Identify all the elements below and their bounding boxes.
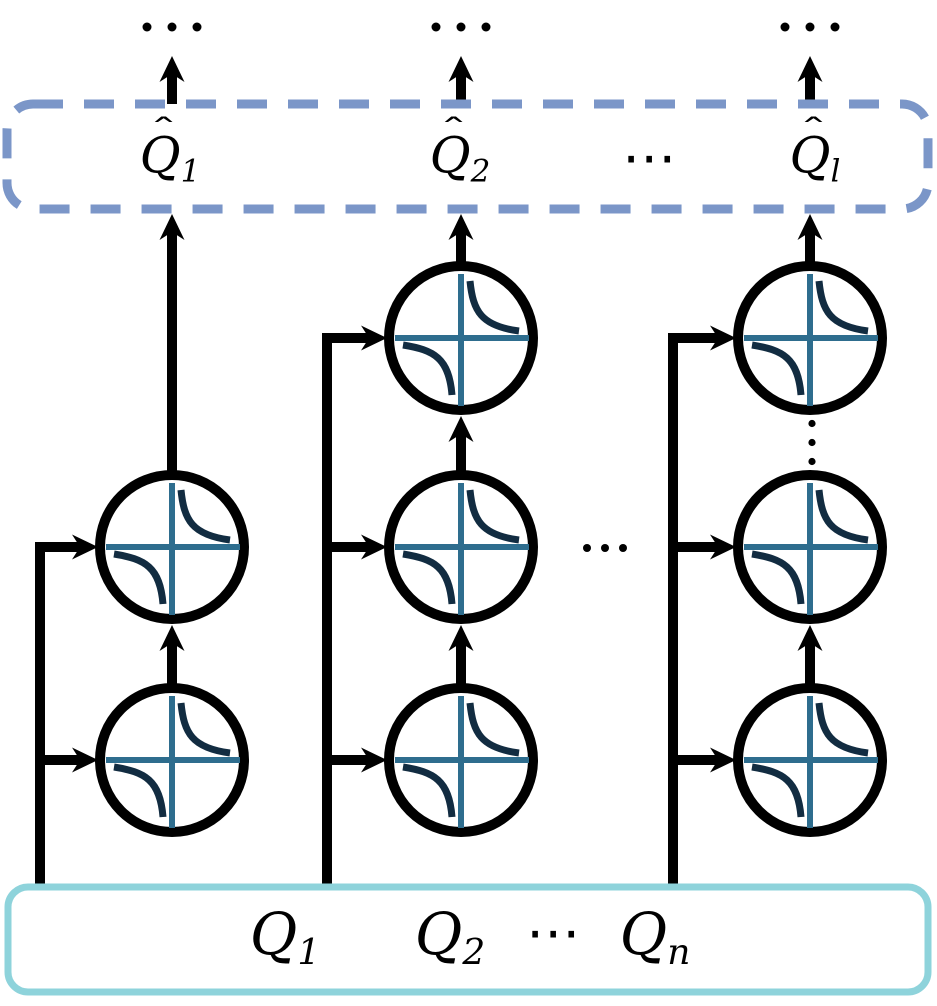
arrow-head-up [797,56,823,82]
middle-ellipsis-dot [601,544,609,552]
arrow-head-right [361,534,387,560]
input-stem [35,542,80,889]
arrow-head-right [710,534,736,560]
node-curve-upper [177,702,231,757]
arrow-head-right [361,325,387,351]
top-ellipsis-dot [167,22,177,32]
top-ellipsis-dot [192,22,202,32]
node-curve-lower [402,550,456,605]
function-node [95,470,249,624]
arrow-head-right [361,747,387,773]
node-curve-upper [466,702,520,757]
node-curve-lower [751,341,805,396]
vertical-ellipsis-dot [808,419,816,428]
middle-ellipsis-dot [583,544,591,552]
top-ellipsis-dot [481,22,491,32]
node-curve-lower [113,550,167,605]
arrow-head-up [159,625,185,651]
node-curve-upper [815,280,869,335]
arrow-head-right [72,534,98,560]
vertical-ellipsis-dot [808,457,816,466]
input-stem [322,333,369,889]
arrow-head-right [710,747,736,773]
function-node [733,261,887,415]
top-ellipsis-dot [142,22,152,32]
node-curve-upper [466,489,520,544]
arrow-head-right [710,325,736,351]
top-ellipsis-dot [456,22,466,32]
vertical-ellipsis-dot [808,438,816,447]
arrow-head-up [448,416,474,442]
top-ellipsis-dot [780,22,790,32]
node-curve-lower [113,763,167,818]
middle-ellipsis-dot [619,544,627,552]
top-ellipsis-dot [805,22,815,32]
function-node [384,683,538,837]
node-curve-upper [815,702,869,757]
input-stem [668,333,718,889]
boxes-layer [2,99,933,996]
output-box-border [2,99,933,214]
arrow-head-up [448,625,474,651]
node-curve-upper [815,489,869,544]
top-ellipsis-dot [431,22,441,32]
function-node [733,683,887,837]
arrow-head-up [797,214,823,240]
function-node [733,470,887,624]
nodes-layer [95,261,887,837]
arrow-head-up [448,56,474,82]
top-ellipsis-dot [830,22,840,32]
node-curve-lower [402,763,456,818]
arrow-head-right [72,747,98,773]
arrow-head-up [448,214,474,240]
node-curve-upper [177,489,231,544]
function-node [384,261,538,415]
function-node [95,683,249,837]
node-curve-lower [751,763,805,818]
arrow-head-up [159,214,185,240]
node-curve-lower [402,341,456,396]
arrow-head-up [797,625,823,651]
input-box-border [4,883,932,996]
node-curve-lower [751,550,805,605]
node-curve-upper [466,280,520,335]
ellipsis-layer [142,22,840,552]
function-node [384,470,538,624]
arrow-head-up [159,56,185,82]
